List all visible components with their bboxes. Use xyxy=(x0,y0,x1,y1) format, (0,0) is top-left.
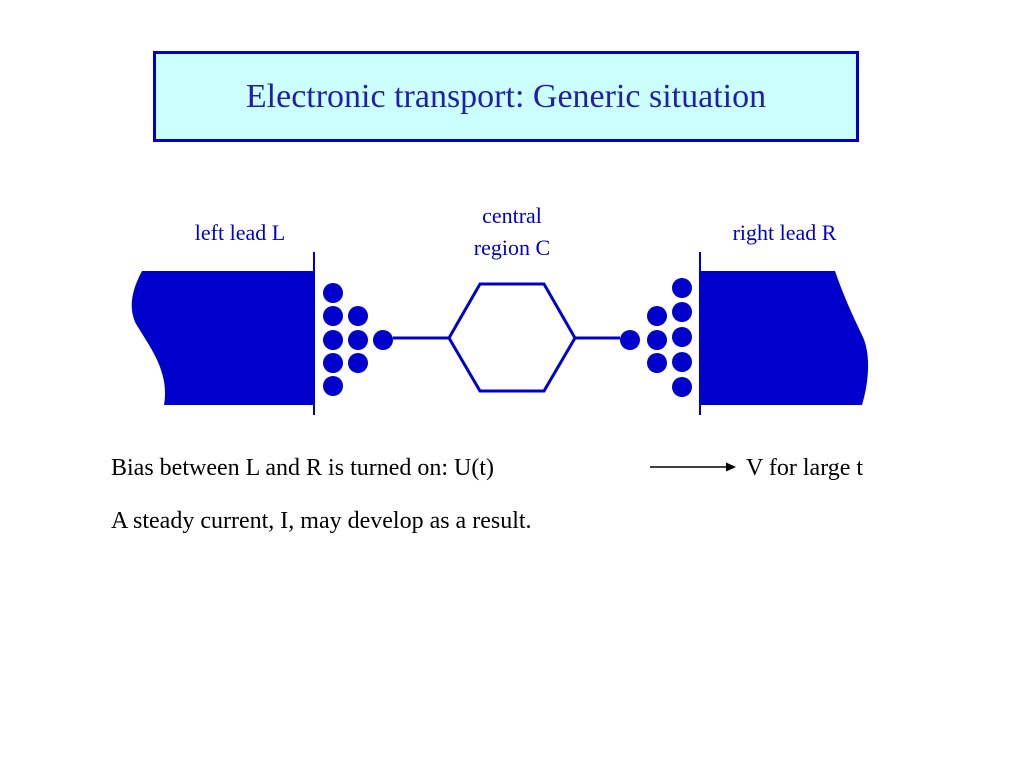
atom xyxy=(348,353,368,373)
atom xyxy=(647,330,667,350)
atom xyxy=(672,327,692,347)
atom xyxy=(672,278,692,298)
right-lead-block xyxy=(700,271,869,405)
atom xyxy=(323,353,343,373)
central-region-label-line1: central xyxy=(482,203,542,228)
slide-title: Electronic transport: Generic situation xyxy=(245,77,767,115)
bias-result-text: V for large t xyxy=(746,455,864,481)
right-lead-label: right lead R xyxy=(732,220,837,245)
atom xyxy=(348,306,368,326)
atom xyxy=(323,283,343,303)
atom xyxy=(647,306,667,326)
atom xyxy=(672,352,692,372)
bias-text: Bias between L and R is turned on: U(t) xyxy=(111,455,495,481)
right-atom-cluster xyxy=(620,278,692,397)
central-region-hexagon xyxy=(447,282,577,393)
central-region-label: central region C xyxy=(452,200,572,264)
title-box: Electronic transport: Generic situation xyxy=(153,51,859,142)
atom xyxy=(672,302,692,322)
left-atom-cluster xyxy=(323,283,393,396)
atom xyxy=(620,330,640,350)
atom xyxy=(323,330,343,350)
atom xyxy=(323,376,343,396)
left-lead-label: left lead L xyxy=(194,220,286,245)
atom xyxy=(323,306,343,326)
left-lead-block xyxy=(131,271,313,405)
atom xyxy=(373,330,393,350)
arrow-head xyxy=(726,462,736,472)
atom xyxy=(348,330,368,350)
current-text: A steady current, I, may develop as a re… xyxy=(111,508,532,534)
central-region-label-line2: region C xyxy=(473,235,551,260)
atom xyxy=(672,377,692,397)
atom xyxy=(647,353,667,373)
